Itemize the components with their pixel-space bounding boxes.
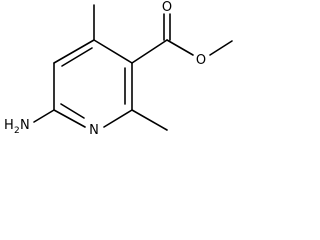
methyl-bond-c2: [131, 109, 168, 131]
ring-bond-n1-c2: [103, 109, 133, 128]
amino-hydrogen-count: 2: [14, 126, 20, 136]
amino-hydrogen-label: H: [4, 118, 14, 133]
amino-group-label: H 2 N: [4, 118, 30, 136]
amino-nitrogen-label: N: [20, 118, 30, 133]
ring-double-bond-c6-n1-inner: [60, 103, 85, 119]
amino-bond: [33, 109, 55, 123]
ring-bond-c4-c5: [53, 39, 95, 64]
ring-bond-c3-c4: [93, 39, 133, 64]
ester-bond-oxygen-methyl: [209, 40, 233, 56]
chemical-structure-diagram: O O N H 2 N: [4, 0, 233, 138]
carbonyl-oxygen-label: O: [162, 0, 172, 15]
ring-double-bond-c4-c5-inner: [61, 47, 93, 67]
ring-bond-c6-n1: [53, 109, 86, 128]
ester-oxygen-label: O: [196, 53, 206, 68]
ester-bond-ring-carbonyl: [131, 39, 168, 64]
ester-bond-carbonyl-oxygen: [166, 39, 194, 56]
ring-nitrogen-label: N: [89, 123, 99, 138]
